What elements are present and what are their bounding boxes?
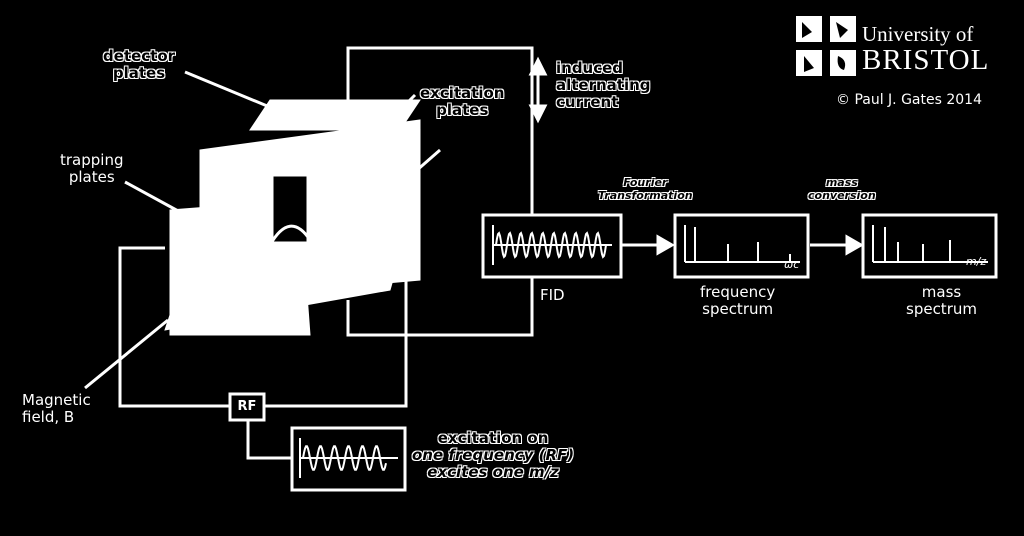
excitation-plates-label: excitation plates — [420, 84, 505, 119]
university-line2: BRISTOL — [862, 44, 990, 76]
trapping-pointer — [124, 180, 181, 214]
rf-to-waveform-wire — [246, 420, 292, 460]
ion-trap-cell — [164, 99, 421, 336]
trapping-plates-label: trapping plates — [60, 151, 124, 186]
mz-axis-label: m/z — [966, 255, 987, 268]
detector-pointer — [184, 70, 273, 110]
detector-circuit-wire — [346, 46, 534, 337]
frequency-spectrum-label: frequency spectrum — [700, 283, 776, 318]
magnetic-field-label: Magnetic field, B — [22, 391, 91, 426]
detector-plates-label: detector plates — [103, 47, 176, 82]
induced-current-label: induced alternating current — [556, 59, 651, 111]
rf-box — [228, 392, 266, 422]
rf-waveform-box — [290, 426, 407, 492]
frequency-spectrum-box — [673, 213, 810, 279]
fourier-label: Fourier Transformation — [598, 176, 693, 202]
university-line1: University of — [862, 22, 974, 46]
mass-spectrum-box — [861, 213, 998, 279]
mass-spectrum-label: mass spectrum — [906, 283, 977, 318]
mass-peaks — [884, 227, 951, 262]
rf-sine-wave — [302, 445, 387, 471]
excitation-circuit-wire — [118, 246, 230, 408]
copyright-label: © Paul J. Gates 2014 — [836, 92, 982, 108]
omega-axis-label: ωc — [784, 258, 800, 271]
fid-box — [481, 213, 623, 279]
excitation-note-label: excitation on one frequency (RF) excites… — [412, 429, 575, 481]
bristol-crest-logo — [794, 14, 856, 76]
frequency-peaks — [694, 227, 791, 262]
ion-orbit — [268, 176, 312, 246]
fid-sine-wave — [495, 231, 607, 259]
bottom-detector-plate — [164, 254, 401, 331]
magnetic-pointer — [84, 318, 169, 390]
rf-label: RF — [237, 399, 257, 414]
side-excitation-plate — [299, 129, 421, 281]
mass-conversion-label: mass conversion — [808, 176, 876, 202]
process-arrows — [621, 234, 865, 256]
orbit-path — [268, 224, 312, 246]
induced-current-arrow — [528, 56, 548, 124]
fid-label: FID — [540, 286, 565, 304]
circuit-wires — [118, 46, 534, 460]
